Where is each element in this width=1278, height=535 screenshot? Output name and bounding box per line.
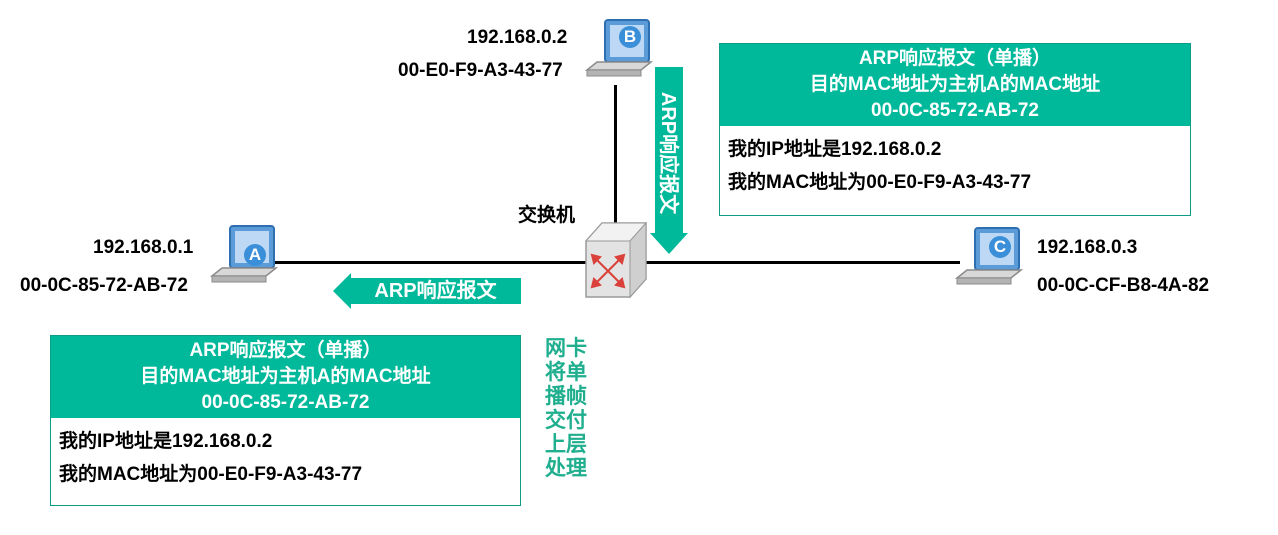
nic-note-line: 网卡 [545, 337, 587, 360]
nic-note-line: 上层 [545, 433, 587, 456]
switch-label: 交换机 [518, 205, 576, 226]
packet-top-mac-line: 我的MAC地址为00-E0-F9-A3-43-77 [728, 172, 1032, 193]
packet-top-ip-line: 我的IP地址是192.168.0.2 [728, 139, 942, 160]
packet-bottom-dest-desc: 目的MAC地址为主机A的MAC地址 [140, 366, 431, 387]
packet-top-dest-desc: 目的MAC地址为主机A的MAC地址 [809, 74, 1101, 95]
nic-note-line: 交付 [545, 409, 587, 432]
packet-bottom-mac-line: 我的MAC地址为00-E0-F9-A3-43-77 [59, 464, 363, 485]
arp-reply-left-arrow-label: ARP响应报文 [374, 280, 497, 302]
nic-note-line: 将单 [545, 361, 587, 384]
nic-note-line: 播帧 [545, 385, 587, 408]
host-a-laptop-icon[interactable]: A [209, 224, 280, 294]
packet-top-title: ARP响应报文（单播） [858, 48, 1052, 69]
host-a-ip: 192.168.0.1 [93, 237, 194, 258]
packet-bottom-dest-mac: 00-0C-85-72-AB-72 [201, 392, 370, 413]
host-a-mac: 00-0C-85-72-AB-72 [20, 275, 188, 296]
host-b-ip: 192.168.0.2 [467, 27, 568, 48]
packet-top-body: 我的IP地址是192.168.0.2 我的MAC地址为00-E0-F9-A3-4… [720, 126, 1190, 199]
nic-note-line: 处理 [545, 457, 587, 480]
host-c-laptop-icon[interactable]: C [954, 226, 1025, 296]
link-a-switch [275, 261, 595, 264]
host-c-letter: C [989, 236, 1011, 258]
packet-top-header: ARP响应报文（单播） 目的MAC地址为主机A的MAC地址 00-0C-85-7… [720, 44, 1190, 126]
host-b-letter: B [619, 26, 641, 48]
nic-note: 网卡 将单 播帧 交付 上层 处理 [539, 337, 593, 481]
switch-icon[interactable] [584, 221, 654, 301]
link-switch-c [645, 261, 960, 264]
packet-box-bottom: ARP响应报文（单播） 目的MAC地址为主机A的MAC地址 00-0C-85-7… [50, 335, 521, 506]
link-b-switch [614, 85, 617, 233]
packet-bottom-title: ARP响应报文（单播） [189, 340, 382, 361]
packet-top-dest-mac: 00-0C-85-72-AB-72 [871, 100, 1039, 121]
arp-reply-down-arrow-label: ARP响应报文 [657, 91, 679, 215]
host-c-mac: 00-0C-CF-B8-4A-82 [1037, 275, 1210, 296]
arp-reply-down-arrow: ARP响应报文 [650, 67, 688, 255]
host-b-laptop-icon[interactable]: B [584, 18, 655, 88]
packet-bottom-body: 我的IP地址是192.168.0.2 我的MAC地址为00-E0-F9-A3-4… [51, 418, 520, 491]
host-c-ip: 192.168.0.3 [1037, 237, 1138, 258]
host-b-mac: 00-E0-F9-A3-43-77 [398, 60, 563, 81]
arp-reply-left-arrow: ARP响应报文 [333, 273, 521, 309]
packet-box-top: ARP响应报文（单播） 目的MAC地址为主机A的MAC地址 00-0C-85-7… [719, 43, 1191, 216]
packet-bottom-ip-line: 我的IP地址是192.168.0.2 [59, 431, 273, 452]
host-a-letter: A [244, 244, 266, 266]
packet-bottom-header: ARP响应报文（单播） 目的MAC地址为主机A的MAC地址 00-0C-85-7… [51, 336, 520, 418]
